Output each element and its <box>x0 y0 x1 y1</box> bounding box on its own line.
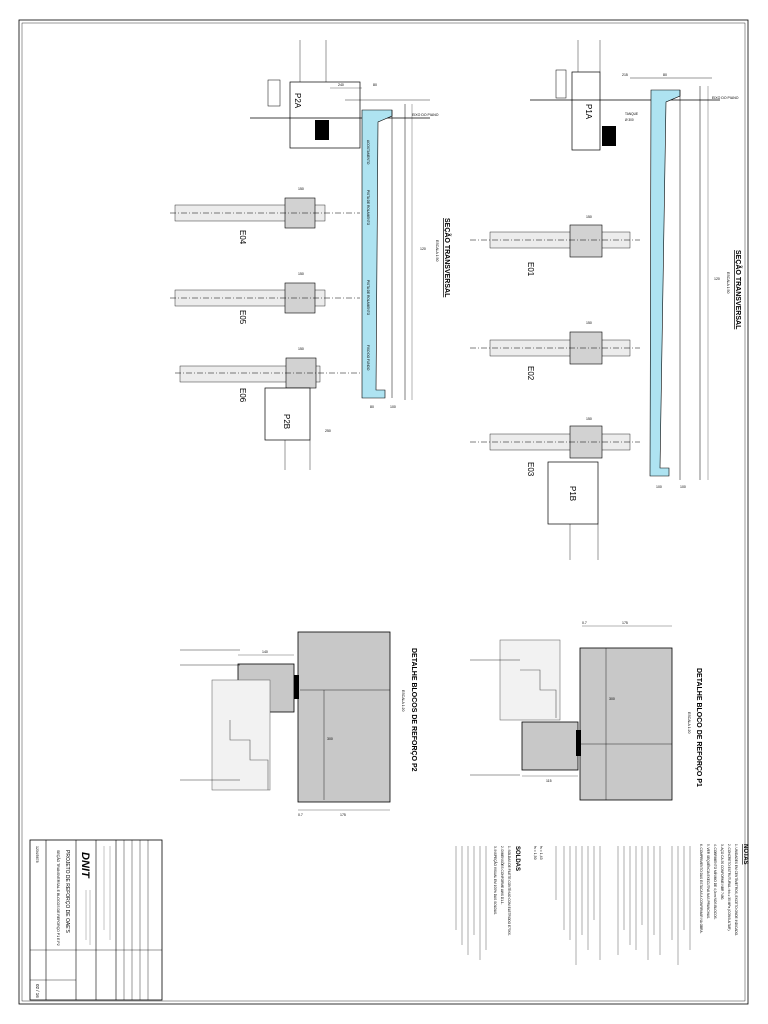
note-item: 6. COMPRIMENTO DAS ESTACAS A CONFIRMAR N… <box>699 844 703 934</box>
detail-p2-title: DETALHE BLOCOS DE REFORÇO P2 <box>410 648 417 772</box>
svg-text:300: 300 <box>327 737 333 741</box>
svg-text:150: 150 <box>298 272 304 276</box>
svg-text:80: 80 <box>373 83 377 87</box>
note-item: 4. COBRIMENTO MÍNIMO DE 4,0cm NOS BLOCOS… <box>713 844 717 920</box>
svg-text:80: 80 <box>370 405 374 409</box>
detail-p2: 140 175 0.7 300 DETALHE BLOCOS DE REFORÇ… <box>180 631 417 817</box>
detail-p2-main-block <box>297 631 391 803</box>
notes-title: NOTAS <box>742 844 748 865</box>
axis-label-p1: EIXO DO PIANO <box>712 96 739 100</box>
svg-text:140: 140 <box>262 650 268 654</box>
block-p1a-label: P1A <box>584 104 593 120</box>
title-block-subject: SEÇÃO TRANSVERSAL E BLOCOS DE REFORÇO P1… <box>56 850 61 946</box>
svg-text:150: 150 <box>298 187 304 191</box>
detail-p1: 175 0.7 115 300 DETALHE BLOCO DE REFORÇO… <box>470 621 702 801</box>
notes: NOTAS 1. UNIDADES EM CENTÍMETROS, EXCETO… <box>455 844 748 965</box>
svg-text:300: 300 <box>609 697 615 701</box>
solda-item: 2. DIMENSÕES CONFORME AWS D1.1. <box>500 846 505 905</box>
pile-e05-label: E05 <box>238 310 247 325</box>
svg-text:150: 150 <box>586 417 592 421</box>
pile-e05: E05 <box>170 282 360 325</box>
section-p2: P2A EIXO DO PIANO E04 E05 E0 <box>170 40 452 470</box>
note-item: 2. CONCRETO ESTRUTURAL: fck ≥ 30 MPa (CO… <box>727 844 731 931</box>
svg-text:150: 150 <box>586 321 592 325</box>
detail-p1-scale: ESCALA 1:20 <box>687 712 691 733</box>
svg-text:80: 80 <box>663 73 667 77</box>
svg-text:175: 175 <box>622 621 628 625</box>
pile-e02: E02 <box>470 331 640 381</box>
svg-text:100: 100 <box>680 485 686 489</box>
pile-e03: E03 <box>470 425 640 477</box>
svg-text:115: 115 <box>546 779 552 783</box>
svg-text:0.7: 0.7 <box>298 813 303 817</box>
title-block-org: DNIT <box>79 852 91 879</box>
svg-text:175: 175 <box>340 813 346 817</box>
deck-section-p1 <box>649 89 681 477</box>
section-p2-scale: ESCALA 1:50 <box>435 240 439 261</box>
svg-text:120: 120 <box>420 247 426 251</box>
title-block-code: 1234/5678 <box>35 846 39 863</box>
pile-e01-label: E01 <box>526 262 535 277</box>
svg-text:120: 120 <box>714 277 720 281</box>
detail-p1-side-block <box>521 721 579 771</box>
title-block-sheet: 02 / 16 <box>35 984 40 998</box>
pile-e06: E06 <box>175 357 360 403</box>
detail-p1-title: DETALHE BLOCO DE REFORÇO P1 <box>695 668 702 787</box>
svg-text:Ø 300: Ø 300 <box>625 118 634 122</box>
svg-text:100: 100 <box>390 405 396 409</box>
svg-text:ACOSTAMENTO: ACOSTAMENTO <box>366 140 370 165</box>
pile-e01: E01 <box>470 224 640 277</box>
svg-text:240: 240 <box>338 83 344 87</box>
pile-e03-label: E03 <box>526 462 535 477</box>
solda-title: SOLDAS <box>514 846 520 871</box>
svg-text:100: 100 <box>656 485 662 489</box>
block-p1b <box>547 461 599 525</box>
pile-e04: E04 <box>170 197 360 245</box>
solda-item: 1. SOLDAS DE FILETE CONTÍNUO COM ELETROD… <box>507 846 511 936</box>
pile-e02-label: E02 <box>526 366 535 381</box>
svg-text:215: 215 <box>622 73 628 77</box>
pile-e06-label: E06 <box>238 388 247 403</box>
note-item: 3. AÇO CA-50 CONFORME NBR 7480. <box>720 844 724 900</box>
block-p1b-label: P1B <box>568 486 577 501</box>
note-item: 5. VER SEQUÊNCIA EXECUTIVA NAS PRANCHAS. <box>706 844 711 919</box>
title-block-project: PROJETO DE REFORÇO DE OAE'S <box>64 850 70 933</box>
svg-text:TANQUE: TANQUE <box>625 112 638 116</box>
detail-p2-scale: ESCALA 1:20 <box>401 690 405 711</box>
ref-value: fs = 1,50 <box>533 846 537 860</box>
svg-text:FIXO DO FUNDO: FIXO DO FUNDO <box>366 345 370 371</box>
ref-value: fs = 1,43 <box>539 846 543 860</box>
axis-label-p2: EIXO DO PIANO <box>412 113 439 117</box>
svg-text:150: 150 <box>586 215 592 219</box>
block-p2a-label: P2A <box>293 93 302 109</box>
detail-p1-main-block <box>579 647 673 801</box>
block-p1a <box>571 71 601 151</box>
block-p2b-label: P2B <box>282 414 291 429</box>
sheet-border-outer <box>18 19 749 1005</box>
block-p2b <box>264 387 311 441</box>
svg-text:250: 250 <box>325 429 331 433</box>
note-item: 1. UNIDADES EM CENTÍMETROS, EXCETO ONDE … <box>734 844 738 936</box>
sheet-border-inner <box>21 22 746 1002</box>
section-p1-title: SEÇÃO TRANSVERSAL <box>734 250 743 330</box>
section-p1-scale: ESCALA 1:50 <box>726 272 730 293</box>
svg-text:PISTA DE ROLAMENTO: PISTA DE ROLAMENTO <box>366 190 370 226</box>
svg-text:150: 150 <box>298 347 304 351</box>
section-p1: P1A EIXO DO PIANO E01 E02 E03 <box>470 40 743 560</box>
solda-item: 3. INSPEÇÃO VISUAL EM 100% DAS SOLDAS. <box>493 846 498 915</box>
title-block: DNIT PROJETO DE REFORÇO DE OAE'S SEÇÃO T… <box>29 839 163 1001</box>
svg-text:0.7: 0.7 <box>582 621 587 625</box>
section-p2-title: SEÇÃO TRANSVERSAL <box>443 218 452 298</box>
pile-e04-label: E04 <box>238 230 247 245</box>
svg-text:PISTA DE ROLAMENTO: PISTA DE ROLAMENTO <box>366 280 370 316</box>
